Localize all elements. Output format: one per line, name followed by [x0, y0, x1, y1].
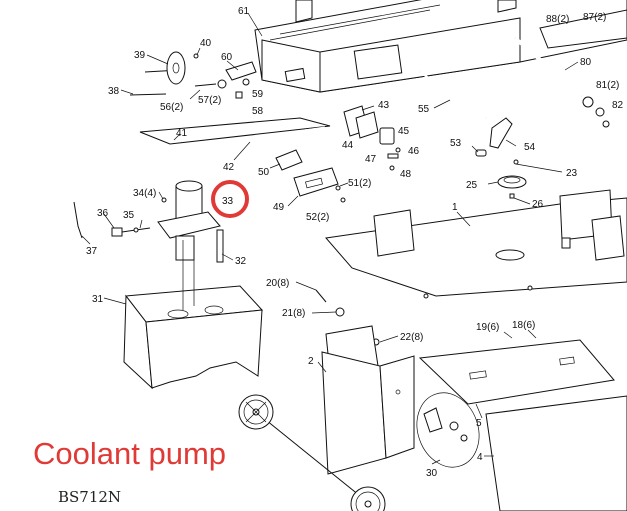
callout-60: 60 — [221, 52, 233, 63]
callout-38: 38 — [108, 86, 120, 97]
blade-41 — [139, 117, 331, 152]
hex-key-37 — [73, 201, 83, 239]
shaft-80 — [513, 36, 610, 128]
lever-assembly — [419, 71, 519, 165]
callout-52: 52(2) — [306, 212, 329, 223]
callout-40: 40 — [200, 38, 212, 49]
coolant-pipe-32 — [216, 229, 224, 263]
callout-47: 47 — [365, 154, 377, 165]
stand-leg-2 — [321, 325, 415, 475]
callout-5: 5 — [476, 418, 482, 429]
callout-labels: 61 88(2) 87(2) 40 39 60 80 38 56(2) 57(2… — [86, 6, 624, 479]
callout-59: 59 — [252, 89, 264, 100]
callout-56: 56(2) — [160, 102, 183, 113]
callout-49: 49 — [273, 202, 285, 213]
part-caption: Coolant pump — [33, 436, 227, 471]
callout-22: 22(8) — [400, 332, 423, 343]
callout-48: 48 — [400, 169, 412, 180]
callout-26: 26 — [532, 199, 544, 210]
callout-87: 87(2) — [583, 12, 606, 23]
callout-57: 57(2) — [198, 95, 221, 106]
fitting-35-36 — [111, 227, 151, 237]
model-number: BS712N — [58, 488, 122, 506]
callout-53: 53 — [450, 138, 462, 149]
callout-41: 41 — [176, 128, 188, 139]
wheels-axle — [238, 394, 386, 511]
callout-36: 36 — [97, 208, 109, 219]
callout-4: 4 — [477, 452, 483, 463]
callout-21: 21(8) — [282, 308, 305, 319]
callout-50: 50 — [258, 167, 270, 178]
callout-19: 19(6) — [476, 322, 499, 333]
callout-43: 43 — [378, 100, 390, 111]
callout-30: 30 — [426, 468, 438, 479]
saw-bow-assembly — [254, 0, 627, 93]
callout-35: 35 — [123, 210, 135, 221]
callout-1: 1 — [452, 202, 458, 213]
callout-23: 23 — [566, 168, 578, 179]
callout-31: 31 — [92, 294, 104, 305]
stand-leg-4 — [485, 395, 627, 511]
handwheel-39 — [129, 51, 199, 96]
callout-33: 33 — [222, 196, 234, 207]
coolant-tank-31 — [123, 240, 264, 390]
tray-5 — [418, 339, 615, 405]
callout-37: 37 — [86, 246, 98, 257]
callout-25: 25 — [466, 180, 478, 191]
wheel-bracket-30 — [416, 392, 480, 468]
callout-2: 2 — [308, 356, 314, 367]
callout-42: 42 — [223, 162, 235, 173]
highlight-circle — [211, 180, 249, 218]
callout-32: 32 — [235, 256, 247, 267]
callout-55: 55 — [418, 104, 430, 115]
callout-20: 20(8) — [266, 278, 289, 289]
callout-61: 61 — [238, 6, 250, 17]
callout-44: 44 — [342, 140, 354, 151]
callout-54: 54 — [524, 142, 536, 153]
coolant-pump-33 — [157, 180, 221, 261]
callout-39: 39 — [134, 50, 146, 61]
callout-58: 58 — [252, 106, 264, 117]
callout-46: 46 — [408, 146, 420, 157]
callout-34: 34(4) — [133, 188, 156, 199]
leader-lines — [81, 12, 579, 465]
vise-parts — [343, 105, 401, 171]
callout-82: 82 — [612, 100, 624, 111]
tension-knob-25 — [497, 175, 527, 199]
callout-81: 81(2) — [596, 80, 619, 91]
callout-51: 51(2) — [348, 178, 371, 189]
bracket-50-49 — [275, 149, 346, 203]
base-1 — [325, 189, 627, 299]
callout-45: 45 — [398, 126, 410, 137]
callout-80: 80 — [580, 57, 592, 68]
callout-88: 88(2) — [546, 14, 569, 25]
screws-56-57 — [194, 61, 257, 99]
callout-18: 18(6) — [512, 320, 535, 331]
